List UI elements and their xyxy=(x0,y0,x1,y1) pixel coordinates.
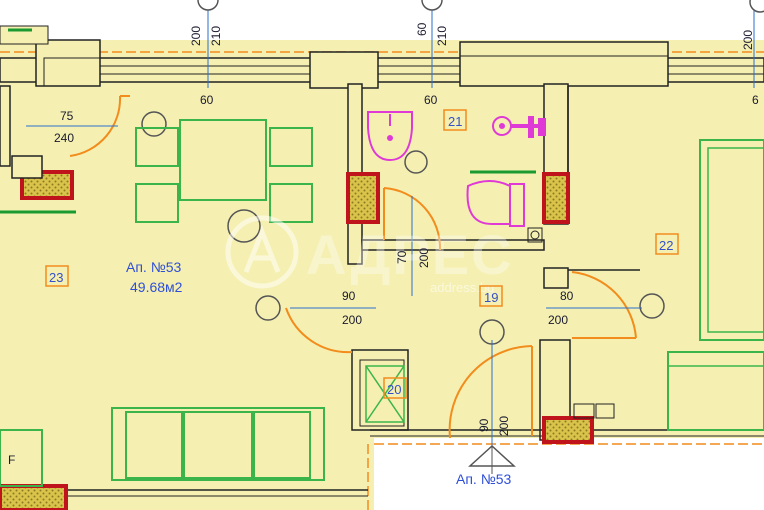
pillar-top-left xyxy=(35,39,101,87)
shaft-bath-left xyxy=(346,172,380,224)
shelf-entry xyxy=(595,403,615,419)
chair-3 xyxy=(269,127,313,167)
sofa xyxy=(111,407,325,481)
shaft-bottom-left xyxy=(0,484,68,510)
watermark-logo-a xyxy=(243,225,281,273)
floor-drain xyxy=(527,227,543,243)
dim-top-3: 200 xyxy=(741,30,755,50)
apartment-area: 49.68м2 xyxy=(130,279,183,295)
room-badge-22-box xyxy=(655,233,679,255)
dim-top-1b: 210 xyxy=(209,26,223,46)
wall-left-upper xyxy=(0,85,11,167)
vent-cross-2 xyxy=(365,365,405,423)
pillar-mid-2 xyxy=(459,41,669,87)
pillar-mid-1 xyxy=(309,51,379,89)
door-bathroom-height: 200 xyxy=(417,248,431,268)
room-badge-19: 19 xyxy=(484,290,498,305)
wardrobe xyxy=(667,351,764,431)
room-badge-20: 20 xyxy=(387,382,401,397)
light-kitchen xyxy=(141,111,167,137)
watermark-brand: АДРЕС xyxy=(306,223,514,286)
dim-marker-1 xyxy=(197,0,219,11)
sofa-seat-1 xyxy=(125,411,183,479)
room-badge-23-box xyxy=(45,265,69,287)
sink-icon xyxy=(367,111,413,162)
room-badge-23: 23 xyxy=(49,270,63,285)
dim-marker-2 xyxy=(421,0,443,11)
window-width-3: 6 xyxy=(752,93,759,107)
door-living-width: 90 xyxy=(342,289,356,303)
room-badge-19-box xyxy=(479,285,503,307)
shaft-bath-right xyxy=(542,172,570,224)
toilet-tank-icon xyxy=(509,183,525,227)
door-entry-width: 90 xyxy=(477,418,491,432)
wall-bedroom-left xyxy=(543,267,569,289)
boiler-valve-icon xyxy=(528,116,534,138)
room-badge-21-box xyxy=(443,109,467,131)
appliance-f xyxy=(0,429,43,487)
door-arc-bathroom xyxy=(383,187,442,251)
door-arc-entry xyxy=(448,345,533,439)
wall-hall-left xyxy=(351,349,409,431)
door-arc-bedroom xyxy=(571,271,637,339)
apartment-label: Ап. №53 xyxy=(126,259,182,275)
door-bedroom-width: 80 xyxy=(560,289,574,303)
dim-top-2b: 210 xyxy=(435,26,449,46)
door-kitchen-width: 75 xyxy=(60,109,74,123)
sink-drain-icon xyxy=(387,135,393,141)
floor-lower-right-cutout xyxy=(374,438,764,510)
sofa-seat-3 xyxy=(253,411,311,479)
pillar-top-left-inner xyxy=(43,57,101,87)
shaft-entry xyxy=(542,416,594,444)
floor-drain-core xyxy=(530,230,540,240)
window-width-2: 60 xyxy=(424,93,438,107)
room-badge-22: 22 xyxy=(659,238,673,253)
dim-marker-3 xyxy=(749,0,764,13)
window-width-1: 60 xyxy=(200,93,214,107)
dining-table xyxy=(179,119,267,201)
door-bathroom-width: 70 xyxy=(395,250,409,264)
wall-bathroom-bottom xyxy=(361,239,545,251)
dim-top-2: 60 xyxy=(415,22,429,36)
light-bedroom-door xyxy=(639,293,665,319)
entrance-label: Ап. №53 xyxy=(456,471,512,487)
light-bathroom xyxy=(404,150,428,174)
chair-1 xyxy=(135,127,179,167)
room-badge-21: 21 xyxy=(448,114,462,129)
door-arc-kitchen xyxy=(69,95,122,157)
dim-top-1: 200 xyxy=(189,26,203,46)
door-bedroom-height: 200 xyxy=(548,313,568,327)
boiler-core-icon xyxy=(499,123,505,129)
chair-2 xyxy=(135,183,179,223)
bed xyxy=(699,139,764,341)
shelf-entry-2 xyxy=(573,403,595,419)
watermark-logo-ring xyxy=(225,215,299,289)
chair-4 xyxy=(269,183,313,223)
sofa-seat-2 xyxy=(183,411,253,479)
door-kitchen-height: 240 xyxy=(54,131,74,145)
floor-main xyxy=(0,40,764,510)
bed-inner xyxy=(707,147,764,333)
watermark-site: address.bg xyxy=(430,280,494,295)
door-living-height: 200 xyxy=(342,313,362,327)
door-entry-height: 200 xyxy=(497,416,511,436)
room-badge-20-box xyxy=(383,377,407,399)
small-box-left xyxy=(11,155,43,179)
light-bath-top xyxy=(227,209,261,243)
light-hall-left xyxy=(255,295,281,321)
door-arc-living xyxy=(285,307,353,354)
vent-box xyxy=(365,365,405,423)
boiler-valve-2-icon xyxy=(538,118,546,136)
appliance-f-label: F xyxy=(8,453,15,467)
